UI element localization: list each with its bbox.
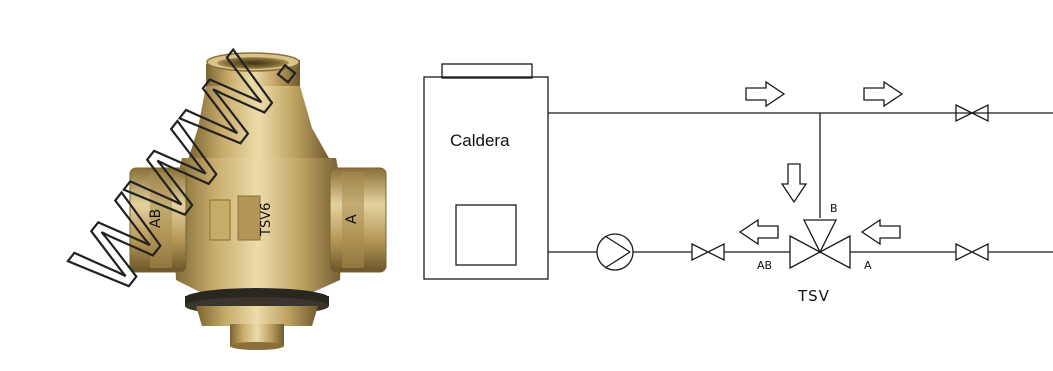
pump-icon (597, 234, 633, 270)
port-a-label: A (864, 259, 872, 272)
port-ab-label: AB (757, 259, 772, 272)
flow-arrow-icon (740, 220, 778, 244)
boiler-label: Caldera (450, 131, 510, 150)
engraving-model: TSV6 (259, 203, 274, 237)
three-way-valve-icon (790, 220, 850, 268)
flow-arrow-icon (862, 220, 900, 244)
engraving-a: A (344, 214, 360, 224)
ball-valve-icon (692, 244, 724, 260)
schematic (424, 64, 1053, 279)
valve-label: TSV (797, 287, 830, 305)
flow-arrow-icon (864, 82, 902, 106)
boiler-top (442, 64, 532, 78)
valve-photo: AB A TSV6 (130, 53, 386, 350)
port-b-label: B (830, 202, 838, 215)
flow-arrow-icon (782, 164, 806, 202)
boiler-window (456, 205, 516, 265)
engraving-ab: AB (148, 209, 164, 228)
flow-arrow-icon (746, 82, 784, 106)
ball-valve-icon (956, 244, 988, 260)
boiler-body (424, 77, 548, 279)
